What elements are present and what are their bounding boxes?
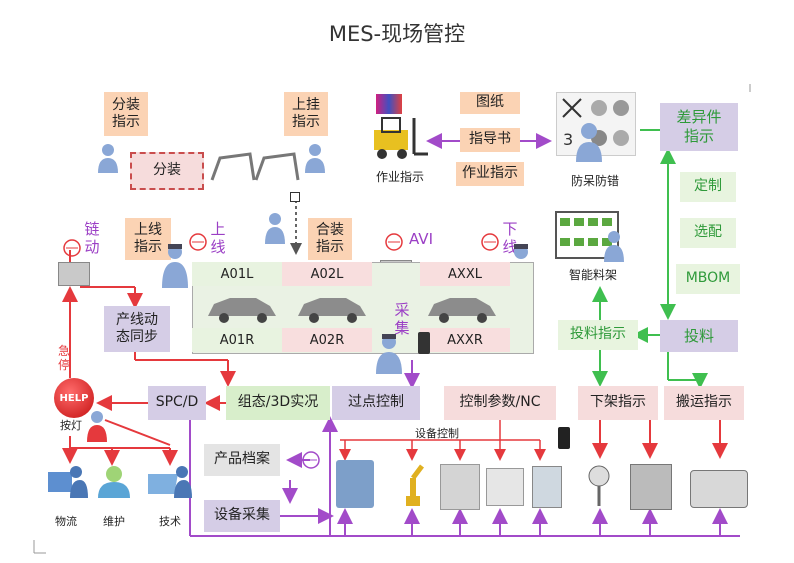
worker-icon xyxy=(304,143,326,177)
cnc-machine-icon xyxy=(440,464,480,510)
station-cell: A02R xyxy=(282,328,372,352)
svg-text:3: 3 xyxy=(563,130,573,149)
device-collect-label: 设备采集 xyxy=(204,500,280,532)
archive-gauge-icon xyxy=(301,450,321,474)
chain-label: 链 动 xyxy=(84,220,100,256)
station-cell: A02L xyxy=(282,262,372,286)
feeding-guide-label: 投料指示 xyxy=(558,320,638,350)
andon-caption: 按灯 xyxy=(60,419,82,433)
custom-label: 定制 xyxy=(680,172,736,202)
work-guide-label: 作业指示 xyxy=(456,162,524,186)
online-label: 上 线 xyxy=(210,220,226,256)
controller-icon xyxy=(486,468,524,506)
station-cell: AXXR xyxy=(420,328,510,352)
collect-label: 采 集 xyxy=(394,301,410,337)
station-cell: A01L xyxy=(192,262,282,286)
phone-icon xyxy=(558,427,570,449)
logistics-caption: 物流 xyxy=(55,515,77,529)
maintenance-caption: 维护 xyxy=(103,515,125,529)
mbom-label: MBOM xyxy=(676,264,740,294)
mistake-proof-caption: 防呆防错 xyxy=(570,173,619,188)
split-box: 分装 xyxy=(130,152,204,190)
inspector-icon xyxy=(374,334,404,378)
avi-gauge-icon xyxy=(384,232,404,256)
sensor-icon xyxy=(584,464,614,508)
offline-gauge-icon xyxy=(480,232,500,256)
robot-arm-icon xyxy=(400,460,426,508)
drawing-label: 图纸 xyxy=(460,92,520,114)
maintenance-icon xyxy=(94,462,134,498)
option-label: 选配 xyxy=(680,218,736,248)
control-params-label: 控制参数/NC xyxy=(444,386,556,420)
worker-icon xyxy=(97,143,119,177)
split-guide-label: 分装 指示 xyxy=(104,92,148,136)
help-button-label: HELP xyxy=(59,392,89,404)
line-sync-label: 产线动 态同步 xyxy=(104,306,170,352)
car-icon xyxy=(200,290,500,330)
group-3d-label: 组态/3D实况 xyxy=(226,386,330,420)
device-icon xyxy=(58,262,90,286)
worker-icon xyxy=(603,230,625,266)
car-frame-icon xyxy=(210,148,300,188)
station-cell: A01R xyxy=(192,328,282,352)
source-node xyxy=(290,192,300,202)
transport-guide-label: 搬运指示 xyxy=(664,386,744,420)
online-gauge-icon xyxy=(188,232,208,256)
device-control-caption: 设备控制 xyxy=(415,427,459,441)
help-button[interactable]: HELP xyxy=(54,378,94,418)
product-archive-label: 产品档案 xyxy=(204,444,280,476)
feeding-label: 投料 xyxy=(660,320,738,352)
checkpoint-label: 过点控制 xyxy=(332,386,420,420)
station-cell: AXXL xyxy=(420,262,510,286)
technical-icon xyxy=(144,462,192,498)
avi-label: AVI xyxy=(409,229,433,248)
emergency-stop-label: 急 停 xyxy=(57,343,70,372)
spcd-label: SPC/D xyxy=(148,386,206,420)
page-title: MES-现场管控 xyxy=(328,22,466,46)
technical-caption: 技术 xyxy=(159,515,181,529)
unload-guide-label: 下架指示 xyxy=(578,386,658,420)
agv-icon xyxy=(690,470,748,508)
worker-icon xyxy=(86,410,108,446)
smart-shelf-icon xyxy=(554,210,620,260)
inspector-icon xyxy=(160,244,190,292)
meter-icon xyxy=(532,466,562,508)
conveyor-icon xyxy=(630,464,672,510)
offline-label: 下 线 xyxy=(502,220,518,256)
scanner-icon xyxy=(418,332,430,354)
operator-icon xyxy=(336,460,374,508)
logistics-icon xyxy=(44,462,88,498)
smart-shelf-caption: 智能料架 xyxy=(568,267,617,282)
hang-guide-label: 上挂 指示 xyxy=(284,92,328,136)
online-guide-label: 上线 指示 xyxy=(125,218,171,260)
chain-gauge-icon xyxy=(62,238,82,262)
forklift-icon xyxy=(368,116,430,164)
worker-icon xyxy=(575,122,603,166)
guide-book-label: 指导书 xyxy=(460,128,520,152)
monitor-icon xyxy=(376,94,402,114)
diff-guide-label: 差异件 指示 xyxy=(660,103,738,151)
assembly-guide-label: 合装 指示 xyxy=(308,218,352,260)
worker-icon xyxy=(264,212,286,248)
forklift-caption: 作业指示 xyxy=(375,169,424,184)
